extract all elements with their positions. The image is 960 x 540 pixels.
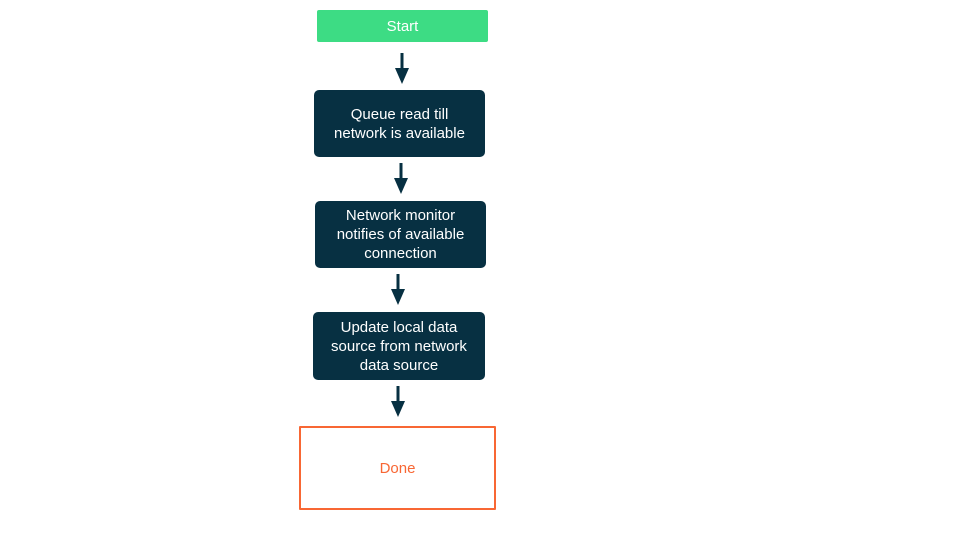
done-label: Done — [379, 459, 416, 477]
done-node: Done — [299, 426, 496, 510]
arrow-update-to-done — [391, 386, 405, 417]
step-queue-read-label: Queue read till network is available — [334, 105, 465, 142]
start-node: Start — [317, 10, 488, 42]
step-network-monitor: Network monitor notifies of available co… — [315, 201, 486, 268]
step-network-monitor-label: Network monitor notifies of available co… — [336, 207, 465, 262]
arrow-monitor-to-update — [391, 274, 405, 305]
step-queue-read: Queue read till network is available — [314, 90, 485, 157]
start-label: Start — [386, 17, 419, 35]
arrow-start-to-queue — [395, 53, 409, 84]
step-update-local-data-label: Update local data source from network da… — [331, 318, 467, 374]
arrow-queue-to-monitor — [394, 163, 408, 194]
step-update-local-data: Update local data source from network da… — [313, 312, 485, 380]
